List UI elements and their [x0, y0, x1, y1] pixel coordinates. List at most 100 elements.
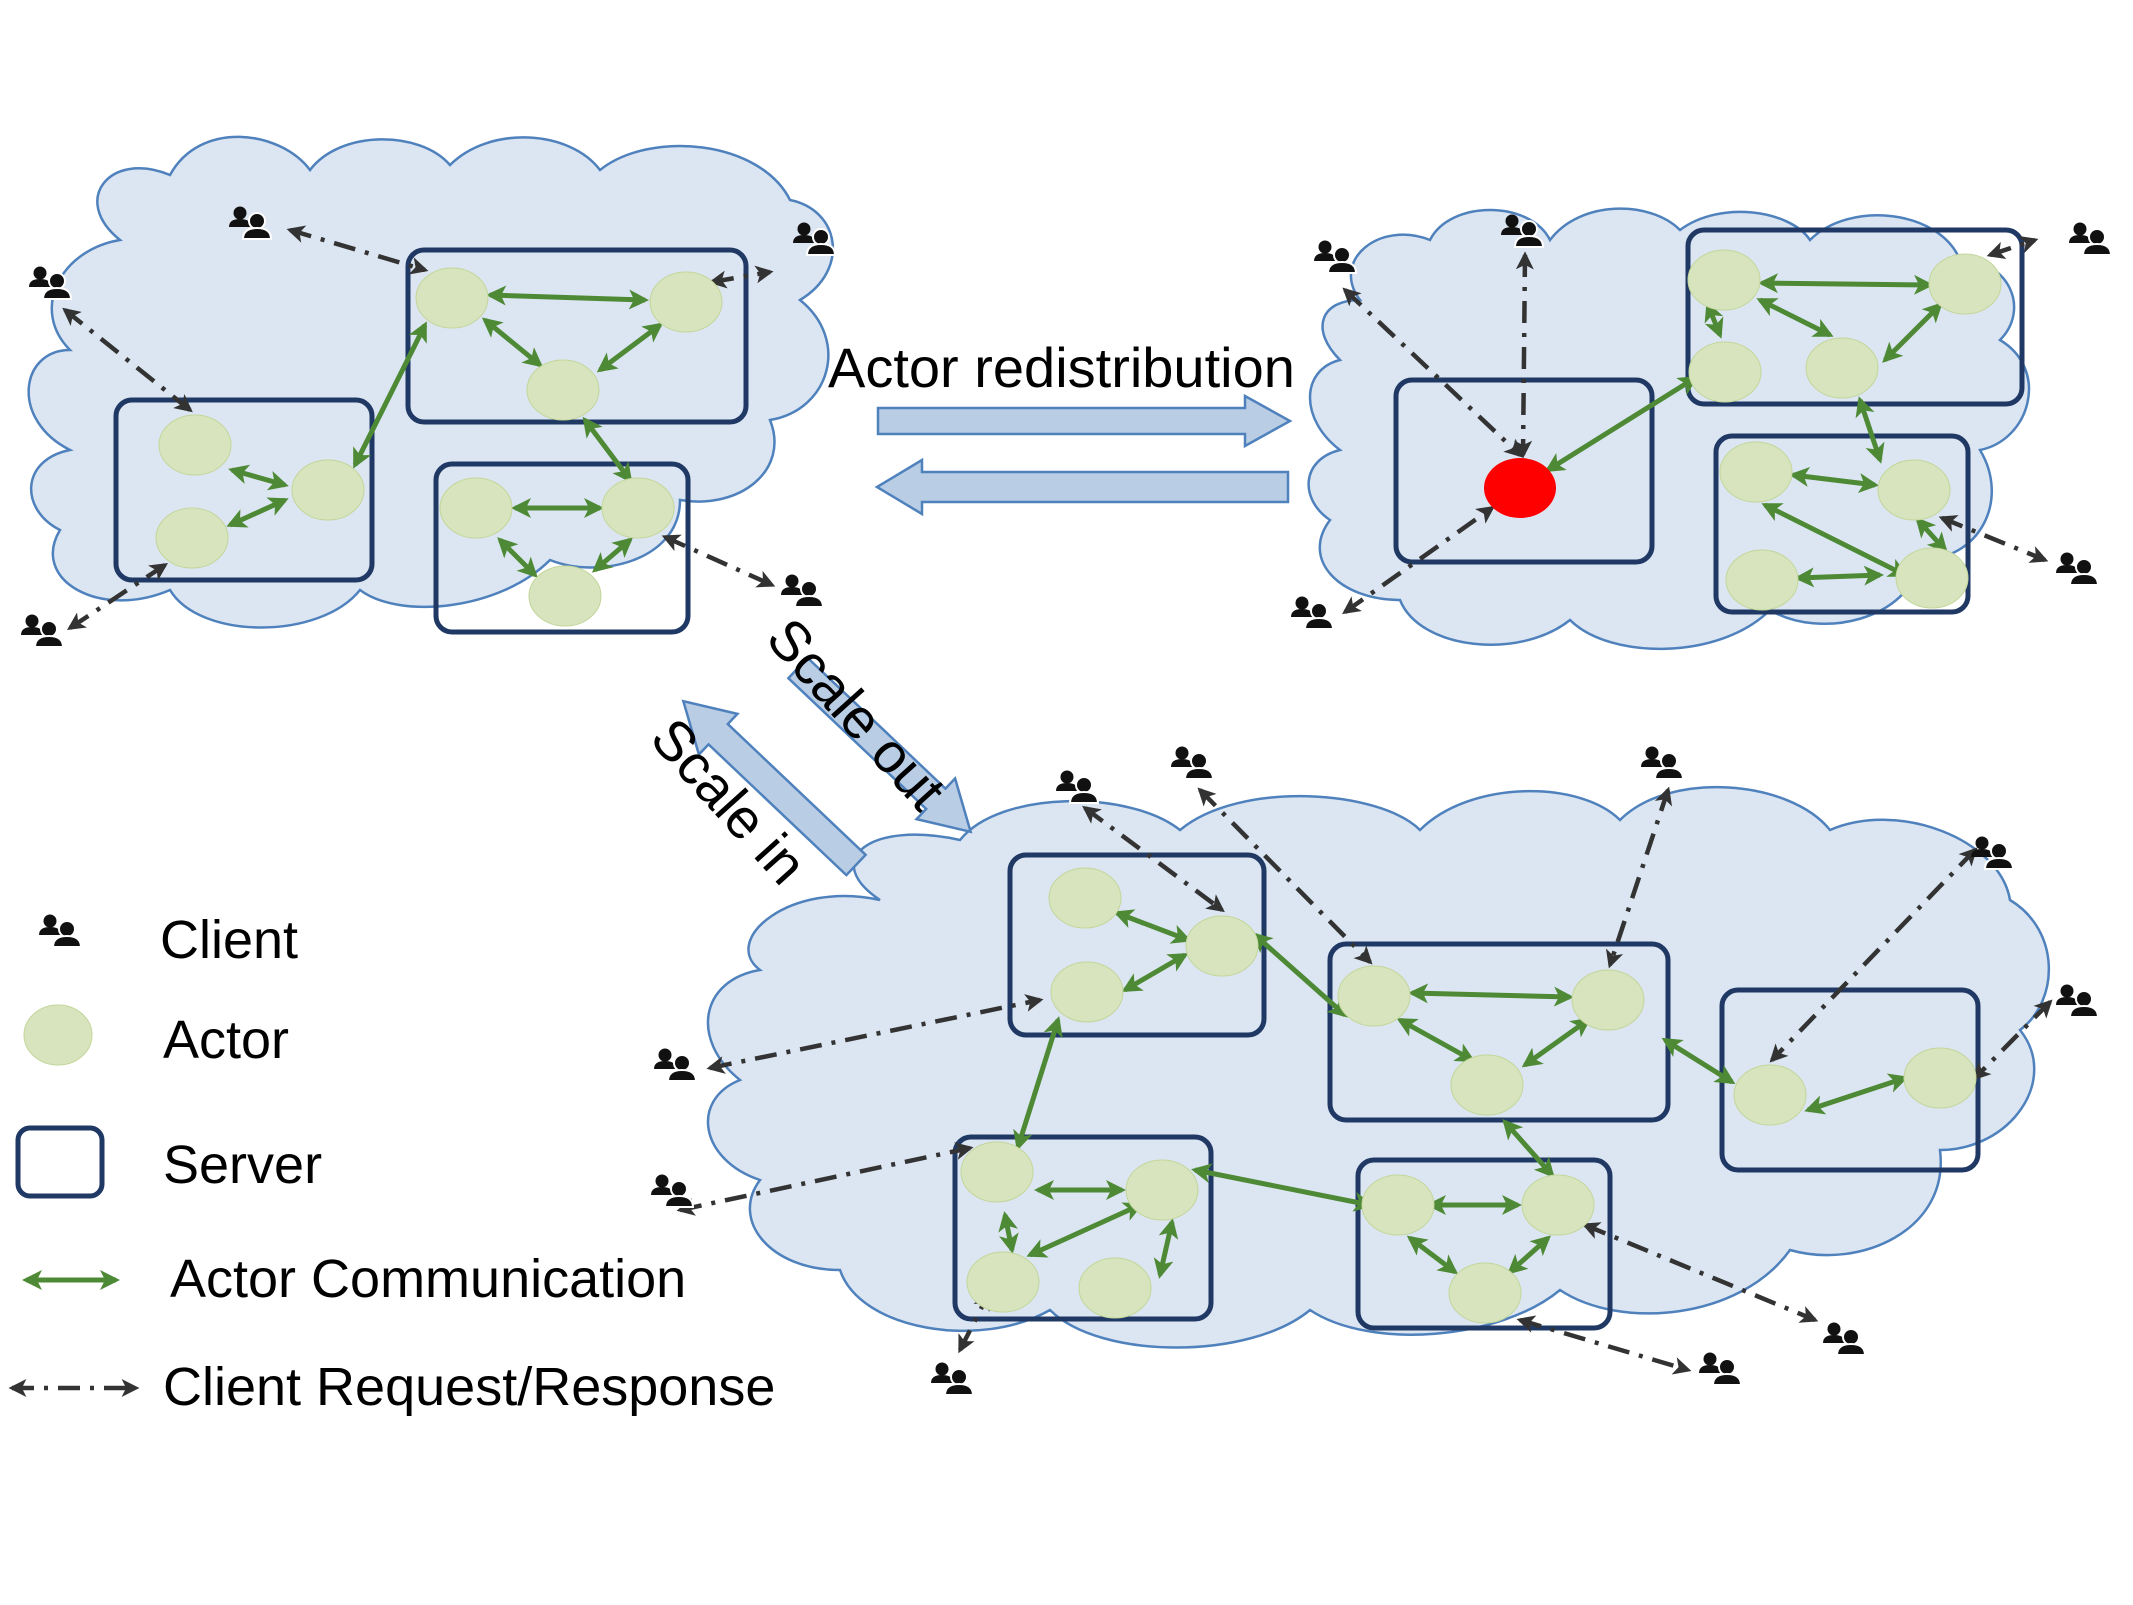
server-box: [1685, 227, 2025, 407]
client-request-link: [1986, 236, 2039, 259]
actor-node: [1877, 459, 1951, 521]
actor-link: [1502, 1119, 1555, 1178]
actor-node: [1048, 867, 1122, 929]
actor-node: [1571, 969, 1645, 1031]
actor-node: [1050, 961, 1124, 1023]
two-person-icon: [1170, 745, 1214, 780]
actor-link: [1804, 1073, 1909, 1115]
actor-link: [1396, 1017, 1476, 1063]
actor-link: [1855, 396, 1885, 464]
actor-node: [1895, 547, 1969, 609]
actors: [155, 249, 2002, 1324]
server-box: [952, 1134, 1214, 1322]
legend-request-label: Client Request/Response: [163, 1357, 775, 1417]
actor-link: [1758, 273, 1934, 295]
two-person-icon: [1822, 1321, 1866, 1356]
actor-node: [1805, 337, 1879, 399]
actor-link: [1661, 1037, 1736, 1085]
actor-link: [1756, 297, 1834, 338]
two-person-icon: [1290, 595, 1334, 630]
actor-node: [1448, 1262, 1522, 1324]
actor-link: [226, 497, 289, 528]
actor-link: [998, 1211, 1019, 1254]
actor-link: [596, 322, 664, 373]
legend: Client Actor Server Actor Communication …: [8, 910, 775, 1417]
actor-link: [1191, 1163, 1374, 1212]
actor-link: [1026, 1202, 1144, 1258]
actor-node: [649, 271, 723, 333]
client-request-link: [1342, 505, 1495, 615]
client-request-link: [1342, 287, 1523, 458]
actor-node: [1725, 549, 1799, 611]
actor-node: [291, 459, 365, 521]
two-person-icon: [20, 613, 64, 648]
actor-node: [966, 1251, 1040, 1313]
client-request-link: [676, 1142, 974, 1216]
hot-actor-node: [1484, 458, 1556, 518]
server-box: [113, 397, 375, 583]
actor-node: [1125, 1159, 1199, 1221]
scale-in-arrow: [681, 699, 868, 877]
actor-communication-links: [226, 273, 1948, 1279]
redistribution-forward-arrow: [876, 393, 1293, 449]
actor-link: [481, 317, 544, 368]
two-person-icon: [2055, 551, 2099, 586]
actor-node: [960, 1141, 1034, 1203]
client-request-link: [1514, 251, 1534, 459]
client-request-link: [1197, 787, 1373, 965]
two-person-icon: [2055, 983, 2099, 1018]
actor-link: [1153, 1218, 1179, 1279]
client-request-link: [66, 563, 169, 630]
actor-link: [1013, 1016, 1063, 1151]
client-request-link: [1769, 847, 1978, 1063]
two-person-icon: [1055, 769, 1099, 804]
legend-actor-label: Actor: [163, 1010, 289, 1070]
legend-actor-icon: [23, 1004, 93, 1066]
actor-node: [1337, 965, 1411, 1027]
clouds: [27, 135, 2050, 1349]
actor-node: [415, 267, 489, 329]
actor-link: [1761, 502, 1909, 578]
two-person-icon: [650, 1173, 694, 1208]
actor-node: [1903, 1047, 1977, 1109]
transition-arrows: [681, 393, 1293, 877]
actor-node: [528, 565, 602, 627]
server-box: [1327, 941, 1671, 1123]
actor-link: [228, 464, 289, 491]
actor-link: [352, 321, 428, 469]
two-person-icon: [1313, 239, 1357, 274]
actor-node: [155, 507, 229, 569]
actor-node: [1928, 253, 2002, 315]
client-request-link: [706, 994, 1044, 1074]
legend-communication-label: Actor Communication: [170, 1249, 686, 1309]
legend-client-icon: [38, 913, 82, 948]
actor-link: [1521, 1017, 1592, 1068]
scale-out-arrow: [786, 656, 973, 834]
actor-node: [1719, 441, 1793, 503]
actor-node: [439, 477, 513, 539]
two-person-icon: [2068, 221, 2112, 256]
client-request-link: [1605, 786, 1673, 969]
actor-link: [1704, 301, 1724, 339]
actor-node: [601, 477, 675, 539]
cloud-top-left: [27, 135, 835, 629]
two-person-icon: [780, 573, 824, 608]
client-request-link: [1581, 1222, 1819, 1323]
redistribution-label: Actor redistribution: [828, 336, 1295, 399]
actor-node: [1361, 1174, 1435, 1236]
actor-link: [1113, 909, 1192, 944]
actor-link: [497, 537, 538, 578]
cloud-bottom: [706, 785, 2050, 1349]
actor-node: [526, 359, 600, 421]
actor-node: [1078, 1257, 1152, 1319]
legend-server-label: Server: [163, 1135, 322, 1195]
actor-node: [158, 414, 232, 476]
two-person-icon: [1640, 745, 1684, 780]
actor-link: [591, 537, 634, 573]
actor-node: [1687, 249, 1761, 311]
client-request-link: [1972, 999, 2053, 1081]
actor-node: [1185, 915, 1259, 977]
two-person-icon: [1698, 1351, 1742, 1386]
legend-server-icon: [15, 1125, 105, 1199]
